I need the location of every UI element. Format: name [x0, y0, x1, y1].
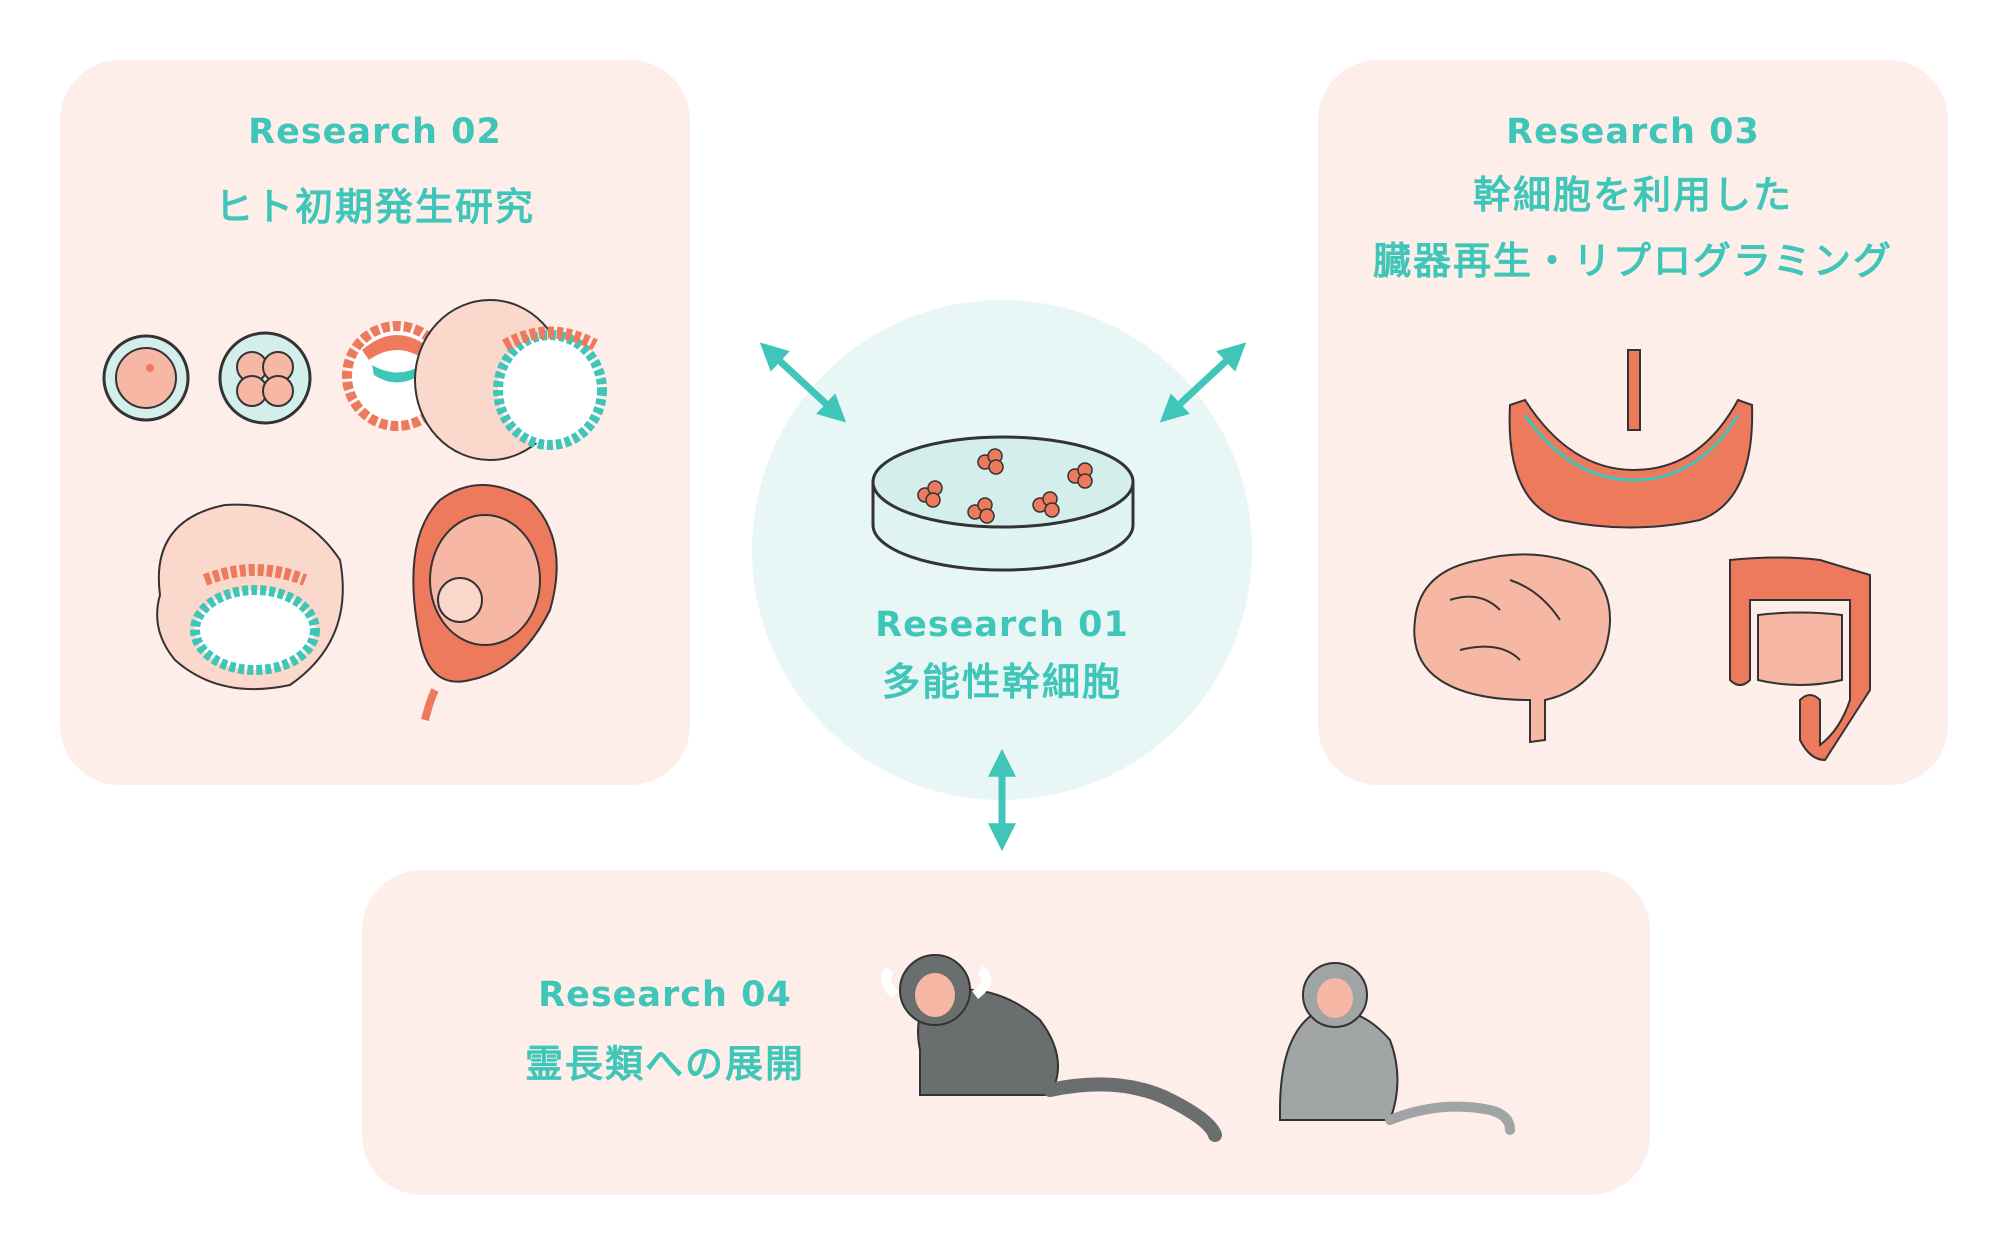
- double-arrow-icon: [1159, 342, 1247, 423]
- research-03-title-line2: 臓器再生・リプログラミング: [1372, 239, 1893, 283]
- research-02-label: Research 02 ヒト初期発生研究: [60, 112, 690, 240]
- research-03-tag: Research 03: [1506, 112, 1760, 152]
- embryo-icon: [102, 334, 190, 422]
- double-arrow-icon: [759, 342, 847, 423]
- petri-dish-icon: [871, 435, 1135, 572]
- fetus-icon: [412, 484, 558, 721]
- research-03-title-line1: 幹細胞を利用した: [1472, 173, 1793, 217]
- marmoset-icon: [881, 954, 1222, 1142]
- research-01-label: Research 01 多能性幹細胞: [752, 605, 1252, 715]
- research-04-title: 霊長類への展開: [524, 1042, 805, 1086]
- research-02-title: ヒト初期発生研究: [214, 185, 535, 229]
- embryo-icon: [218, 331, 312, 425]
- research-01-title: 多能性幹細胞: [881, 660, 1122, 704]
- embryo-icon: [414, 299, 607, 461]
- research-02-tag: Research 02: [248, 112, 502, 152]
- research-04-label: Research 04 霊長類への展開: [440, 975, 890, 1097]
- stomach-icon: [1508, 349, 1754, 529]
- brain-icon: [1413, 553, 1611, 744]
- research-03-label: Research 03 幹細胞を利用した 臓器再生・リプログラミング: [1318, 112, 1948, 294]
- intestine-icon: [1729, 556, 1871, 762]
- research-01-tag: Research 01: [875, 605, 1129, 645]
- embryo-icon: [156, 503, 344, 691]
- macaque-icon: [1279, 962, 1515, 1135]
- research-04-tag: Research 04: [538, 975, 792, 1015]
